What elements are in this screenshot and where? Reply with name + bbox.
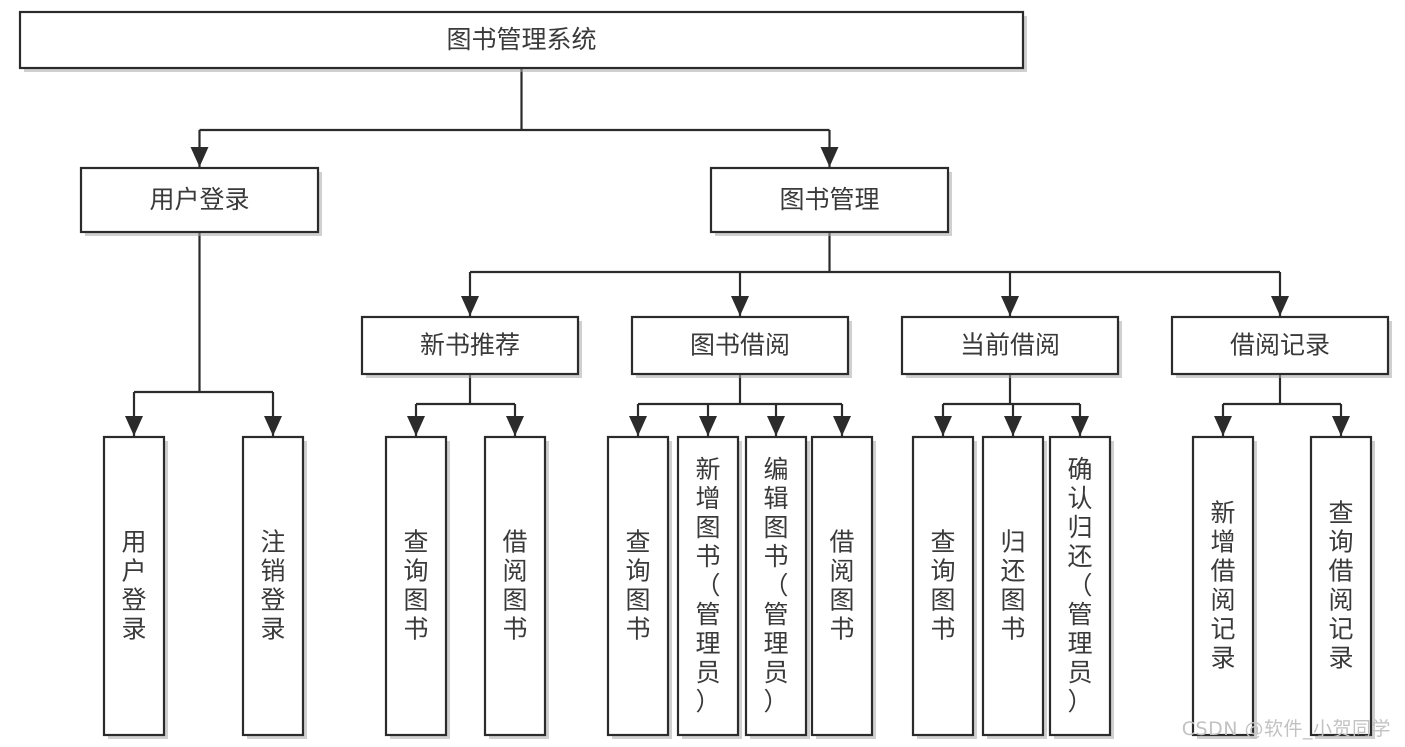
arrow-head-icon — [461, 296, 479, 316]
arrow-head-icon — [767, 416, 785, 436]
node-label: 编辑图书（管理员） — [763, 455, 788, 716]
node-label: 归还图书 — [1000, 528, 1025, 644]
node-label: 图书管理 — [779, 185, 879, 214]
node-level2-当前借阅[interactable]: 当前借阅 — [900, 315, 1122, 378]
arrow-head-icon — [1332, 416, 1350, 436]
node-label: 用户登录 — [121, 528, 146, 644]
node-label: 查询图书 — [625, 528, 650, 644]
arrow-head-icon — [264, 416, 282, 436]
node-level1-图书管理[interactable]: 图书管理 — [709, 166, 952, 236]
node-leaf-新增借阅记录[interactable]: 新增借阅记录 — [1191, 435, 1257, 739]
node-root-图书管理系统[interactable]: 图书管理系统 — [18, 10, 1027, 72]
arrow-head-icon — [934, 416, 952, 436]
node-label: 新增图书（管理员） — [695, 455, 720, 716]
node-level2-新书推荐[interactable]: 新书推荐 — [360, 315, 582, 378]
node-leaf-借阅图书[interactable]: 借阅图书 — [483, 435, 549, 739]
node-leaf-注销登录[interactable]: 注销登录 — [241, 435, 307, 739]
node-label: 图书借阅 — [690, 331, 790, 360]
arrow-head-icon — [1071, 416, 1089, 436]
node-leaf-新增图书（管理员）[interactable]: 新增图书（管理员） — [676, 435, 742, 739]
node-label: 用户登录 — [149, 185, 249, 214]
node-label: 借阅图书 — [502, 528, 527, 644]
arrow-head-icon — [731, 296, 749, 316]
arrow-head-icon — [820, 147, 839, 167]
node-leaf-查询图书[interactable]: 查询图书 — [606, 435, 672, 739]
arrow-head-icon — [629, 416, 647, 436]
node-layer: 图书管理系统用户登录图书管理用户登录注销登录新书推荐图书借阅当前借阅借阅记录查询… — [18, 10, 1392, 739]
node-label: 查询图书 — [403, 528, 428, 644]
arrow-head-icon — [125, 416, 143, 436]
node-leaf-借阅图书[interactable]: 借阅图书 — [810, 435, 876, 739]
node-leaf-归还图书[interactable]: 归还图书 — [981, 435, 1047, 739]
node-leaf-编辑图书（管理员）[interactable]: 编辑图书（管理员） — [744, 435, 810, 739]
node-leaf-查询图书[interactable]: 查询图书 — [911, 435, 977, 739]
node-leaf-查询借阅记录[interactable]: 查询借阅记录 — [1309, 435, 1375, 739]
node-leaf-确认归还（管理员）[interactable]: 确认归还（管理员） — [1048, 435, 1114, 739]
node-label: 借阅图书 — [829, 528, 854, 644]
arrow-head-icon — [833, 416, 851, 436]
arrow-head-icon — [506, 416, 524, 436]
node-label: 借阅记录 — [1230, 331, 1330, 360]
arrow-head-icon — [1004, 416, 1022, 436]
arrow-head-icon — [407, 416, 425, 436]
arrow-head-icon — [699, 416, 717, 436]
node-label: 查询图书 — [930, 528, 955, 644]
node-leaf-查询图书[interactable]: 查询图书 — [384, 435, 450, 739]
arrow-head-icon — [1214, 416, 1232, 436]
node-label: 确认归还（管理员） — [1067, 455, 1092, 716]
arrow-head-icon — [1271, 296, 1289, 316]
node-label: 注销登录 — [260, 528, 285, 644]
arrow-head-icon — [190, 147, 209, 167]
node-label: 新增借阅记录 — [1210, 499, 1235, 673]
node-level2-图书借阅[interactable]: 图书借阅 — [630, 315, 852, 378]
node-level2-借阅记录[interactable]: 借阅记录 — [1170, 315, 1392, 378]
node-level1-用户登录[interactable]: 用户登录 — [79, 166, 322, 236]
node-label: 图书管理系统 — [446, 25, 596, 54]
node-label: 查询借阅记录 — [1328, 499, 1353, 673]
node-label: 当前借阅 — [960, 331, 1060, 360]
node-leaf-用户登录[interactable]: 用户登录 — [102, 435, 168, 739]
connector-layer — [125, 68, 1350, 436]
node-label: 新书推荐 — [420, 331, 520, 360]
arrow-head-icon — [1001, 296, 1019, 316]
